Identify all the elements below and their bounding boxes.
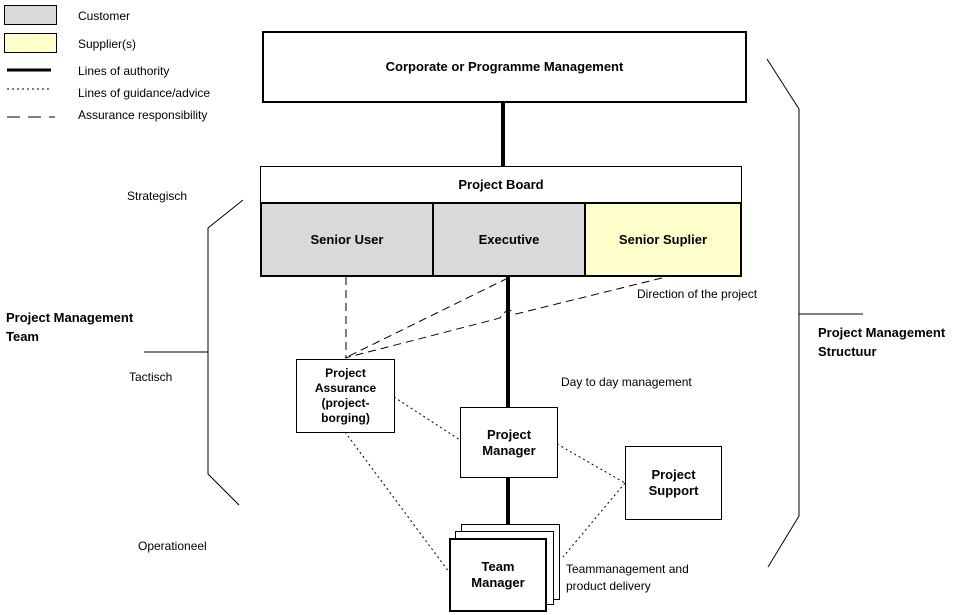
right-bracket (766, 58, 800, 568)
team-manager-label: Team Manager (471, 559, 525, 590)
level-tactical-label: Tactisch (129, 370, 173, 384)
executive-label: Executive (478, 231, 540, 247)
guidance-line-support-team (562, 482, 626, 558)
level-strategic-label: Strategisch (127, 189, 188, 203)
legend-supplier-swatch (4, 33, 57, 53)
project-assurance-box: Project Assurance (project-borging) (296, 359, 395, 433)
project-manager-box: Project Manager (460, 407, 558, 478)
assurance-line-executive (344, 277, 509, 359)
legend-customer-swatch (4, 5, 57, 25)
senior-supplier-label: Senior Suplier (618, 231, 708, 247)
project-support-label: Project Support (648, 467, 699, 498)
guidance-line-assurance-team (344, 431, 450, 573)
assurance-line-supplier-with-hop (344, 277, 663, 359)
legend-assurance-swatch (7, 116, 55, 118)
project-board-box: Project Board (260, 166, 742, 203)
day-to-day-annotation: Day to day management (561, 375, 692, 389)
project-assurance-label: Project Assurance (project-borging) (314, 366, 377, 425)
legend-supplier-label: Supplier(s) (78, 37, 137, 51)
project-management-team-title: Project Management Team (6, 310, 134, 344)
legend-guidance-swatch (7, 88, 51, 90)
legend-guidance-label: Lines of guidance/advice (78, 86, 211, 100)
legend-authority-swatch (7, 68, 51, 72)
legend-customer-label: Customer (78, 9, 131, 23)
legend-assurance-label: Assurance responsibility (78, 108, 208, 122)
direction-of-project-annotation: Direction of the project (637, 287, 758, 301)
corporate-management-label: Corporate or Programme Management (385, 59, 624, 74)
guidance-line-manager-support (556, 443, 626, 484)
project-manager-label: Project Manager (482, 426, 536, 458)
team-delivery-annotation: Teammanagement and product delivery (566, 562, 689, 593)
senior-supplier-box: Senior Suplier (584, 202, 742, 277)
corporate-management-box: Corporate or Programme Management (262, 31, 747, 103)
project-support-box: Project Support (625, 446, 722, 520)
senior-user-box: Senior User (260, 202, 434, 277)
project-management-structuur-title: Project Management Structuur (818, 325, 946, 359)
senior-user-label: Senior User (310, 231, 384, 247)
executive-box: Executive (432, 202, 586, 277)
left-bracket (207, 199, 244, 506)
project-board-label: Project Board (458, 176, 544, 192)
legend-authority-label: Lines of authority (78, 64, 170, 78)
guidance-line-assurance-manager (393, 396, 461, 441)
team-manager-box: Team Manager (449, 538, 547, 612)
level-operational-label: Operationeel (138, 539, 207, 553)
